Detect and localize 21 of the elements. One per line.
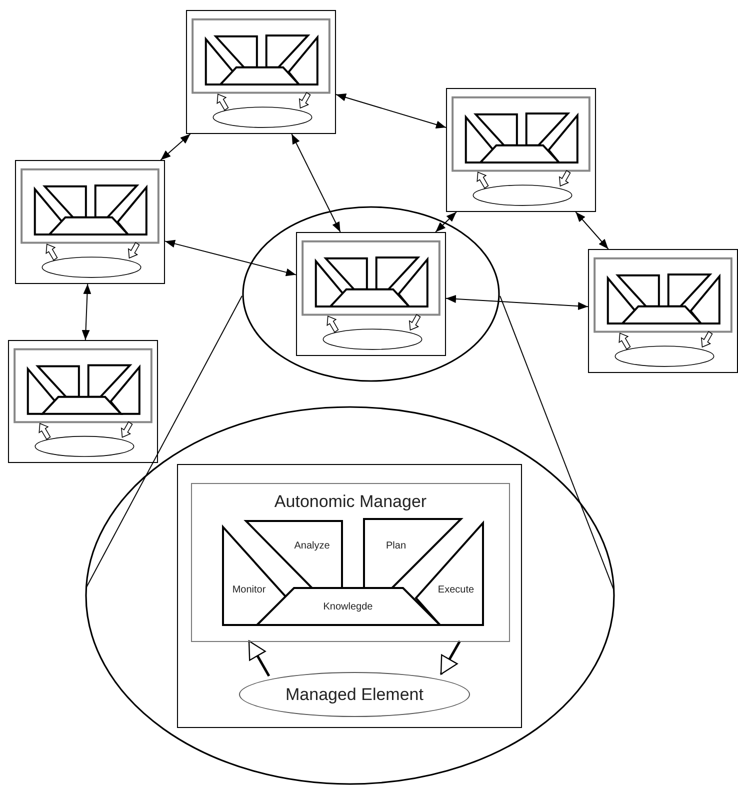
double-arrow xyxy=(575,212,609,250)
block-arrow xyxy=(248,640,270,677)
double-arrow xyxy=(164,240,296,276)
double-arrow xyxy=(446,294,588,310)
double-arrow xyxy=(82,284,92,340)
double-arrow xyxy=(435,212,457,232)
double-arrow xyxy=(336,94,446,128)
connector-line xyxy=(500,295,614,591)
shape-label: Analyze xyxy=(294,540,330,552)
shape-label: Plan xyxy=(386,540,406,552)
box-title: Autonomic Manager xyxy=(273,492,428,512)
shape-label: Knowlegde xyxy=(323,602,373,612)
element-box xyxy=(177,464,522,728)
connector-line xyxy=(86,295,242,588)
manager-box xyxy=(191,483,510,642)
block-arrow xyxy=(440,640,461,675)
shape-label: Execute xyxy=(438,584,474,596)
double-arrow xyxy=(160,134,191,160)
shape-label: Monitor xyxy=(232,584,266,596)
managed-element-ellipse: Managed Element xyxy=(239,672,470,717)
double-arrow xyxy=(291,134,341,232)
